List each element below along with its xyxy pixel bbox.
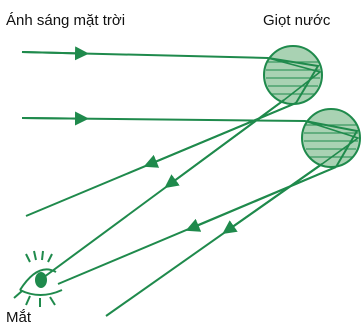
water-droplet-upper [264,46,322,104]
incoming-ray-upper-arrow [22,52,82,54]
water-droplet-lower [302,109,360,167]
outgoing-rays-lower-droplet [58,164,336,316]
eye-icon [14,251,62,307]
eye-label: Mắt [6,309,31,326]
sunlight-label: Ánh sáng mặt trời [6,12,125,29]
outgoing-rays-upper-droplet [26,100,296,280]
water-droplet-label: Giọt nước [263,12,330,29]
incoming-ray-lower-arrow [22,118,82,119]
incoming-sunlight-rays [22,52,305,121]
